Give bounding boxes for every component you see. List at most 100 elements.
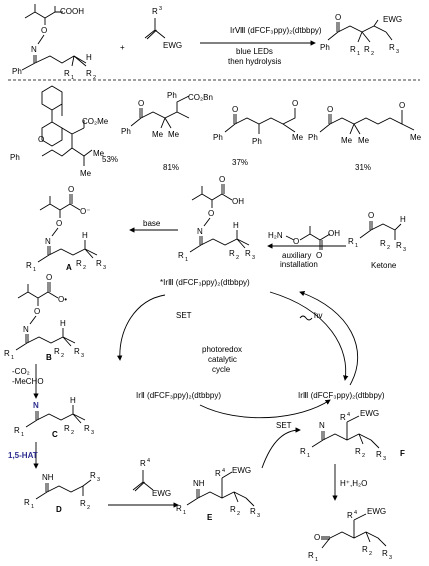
label-F: F xyxy=(400,449,405,458)
svg-text:1: 1 xyxy=(355,243,358,249)
ketone-r3: R xyxy=(396,241,402,250)
svg-text:3: 3 xyxy=(403,247,406,253)
o-label: O xyxy=(41,26,47,35)
svg-text:2: 2 xyxy=(371,51,374,57)
cycle-arc-left xyxy=(117,294,166,361)
svg-text:3: 3 xyxy=(389,555,392,561)
intermediate-D: NH R 1 R 3 R 2 D xyxy=(24,471,100,514)
svg-text:3: 3 xyxy=(252,255,255,261)
conditions-line2: then hydrolysis xyxy=(228,57,281,66)
svg-text:1: 1 xyxy=(307,453,310,459)
auxiliary-line1: auxiliary xyxy=(282,251,311,260)
final-r1: R xyxy=(308,551,314,560)
cycle-text-3: cycle xyxy=(212,365,231,374)
label-A: A xyxy=(66,263,72,272)
hv-label: hv xyxy=(314,311,322,320)
ir-II: IrⅡ (dFCF₃ppy)₂(dtbbpy) xyxy=(136,391,221,400)
d-r2: R xyxy=(80,499,86,508)
intermediate-A: O O⁻ O N R 1 H R 2 R 3 A xyxy=(26,185,106,273)
example-product-4: O Ph O Me Me Me 31% xyxy=(308,101,422,172)
product-r1: R xyxy=(350,45,356,54)
a-r3: R xyxy=(96,259,102,268)
ketone-h: H xyxy=(400,215,406,224)
conditions: IrⅧ (dFCF₃ppy)₂(dtbbpy) blue LEDs then h… xyxy=(200,26,322,66)
c-r2: R xyxy=(64,424,70,433)
ph-2b: Ph xyxy=(167,91,177,100)
h2n-label: H₂N xyxy=(268,231,283,240)
svg-text:3: 3 xyxy=(91,430,94,436)
set-arrow-2 xyxy=(261,427,301,469)
hat-label: 1,5-HAT xyxy=(8,451,38,460)
svg-text:3: 3 xyxy=(97,477,100,483)
alk-r4: R xyxy=(140,459,146,468)
ester-2: CO₂Bn xyxy=(188,93,213,102)
ir-III: IrⅢ (dFCF₃ppy)₂(dtbbpy) xyxy=(298,391,385,400)
b-o-ether: O xyxy=(34,307,40,316)
a-r1: R xyxy=(26,261,32,270)
svg-text:1: 1 xyxy=(11,355,14,361)
d-nh: NH xyxy=(42,473,54,482)
a-n: N xyxy=(45,237,51,246)
ketone-3: Me xyxy=(292,133,304,142)
acid-n: N xyxy=(197,227,203,236)
b-r3: R xyxy=(74,347,80,356)
svg-text:1: 1 xyxy=(71,75,74,81)
svg-text:2: 2 xyxy=(71,430,74,436)
ketone-label: Ketone xyxy=(371,261,397,270)
product-ph: Ph xyxy=(320,43,330,52)
ph-3: Ph xyxy=(213,133,223,142)
svg-text:3: 3 xyxy=(383,456,386,462)
example-product-3: O Ph O Me Ph 37% xyxy=(213,99,304,167)
f-r3: R xyxy=(376,450,382,459)
auxiliary-reagent: H₂N O O OH auxiliary installation xyxy=(267,226,346,269)
svg-text:2: 2 xyxy=(369,551,372,557)
example-product-2: O Ph Ph CO₂Bn Me Me 81% xyxy=(121,91,213,172)
ketone-4: Me xyxy=(410,133,422,142)
a-o: O xyxy=(68,185,74,194)
o-3: O xyxy=(232,105,238,114)
auxiliary-line2: installation xyxy=(280,260,318,269)
hydrolysis-label: H⁺,H₂O xyxy=(340,479,367,488)
ir-excited: *IrⅢ (dFCF₃ppy)₂(dtbbpy) xyxy=(160,278,250,287)
b-r2: R xyxy=(54,347,60,356)
cycle-arc-bottom xyxy=(199,399,331,419)
me-1b: Me xyxy=(93,149,105,158)
plus-sign: + xyxy=(120,43,125,52)
ph-label: Ph xyxy=(12,67,22,76)
alkene-addition: R 4 EWG xyxy=(108,458,179,508)
cycle-arc-right xyxy=(299,290,359,386)
f-r1: R xyxy=(300,447,306,456)
cycle-text-2: catalytic xyxy=(208,355,237,364)
me-2b: Me xyxy=(168,130,180,139)
a-o-minus: O⁻ xyxy=(80,207,90,216)
a-r2: R xyxy=(76,259,82,268)
e-nh: NH xyxy=(193,479,205,488)
d-r3: R xyxy=(90,471,96,480)
c-r1: R xyxy=(14,426,20,435)
me-2a: Me xyxy=(152,130,164,139)
conditions-line1: blue LEDs xyxy=(236,47,273,56)
ewg-label: EWG xyxy=(163,41,182,50)
e-r2: R xyxy=(230,505,236,514)
r2-label: R xyxy=(86,69,92,78)
svg-text:1: 1 xyxy=(33,267,36,273)
mecho-label: -MeCHO xyxy=(12,377,44,386)
b-h: H xyxy=(60,319,66,328)
cycle-text-1: photoredox xyxy=(202,345,242,354)
f-ewg: EWG xyxy=(360,409,379,418)
final-r2: R xyxy=(362,545,368,554)
set-label-1: SET xyxy=(176,311,192,320)
oxime-acid: O OH O N R 1 H R 2 R 3 xyxy=(178,175,255,263)
me-1a: Me xyxy=(80,169,92,178)
final-r3: R xyxy=(382,549,388,558)
h-label: H xyxy=(86,53,92,62)
catalyst-text: IrⅧ (dFCF₃ppy)₂(dtbbpy) xyxy=(230,26,322,35)
o-3b: O xyxy=(292,99,298,108)
a-h: H xyxy=(82,231,88,240)
final-ewg: EWG xyxy=(367,507,386,516)
yield-4: 31% xyxy=(355,163,371,172)
o-1: O xyxy=(38,135,44,144)
c-r3: R xyxy=(84,424,90,433)
svg-text:2: 2 xyxy=(236,255,239,261)
intermediate-F: N R 1 R 4 EWG R 2 R 3 F xyxy=(300,409,405,462)
